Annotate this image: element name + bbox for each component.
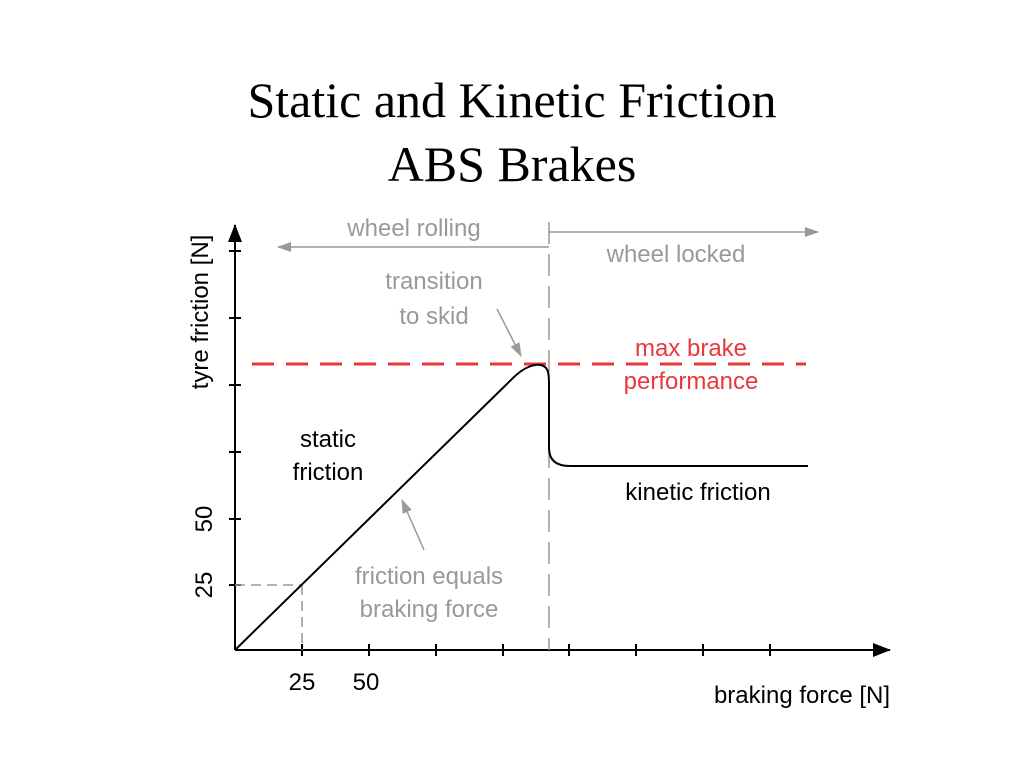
x-tick-label-50: 50: [353, 669, 380, 696]
equals-pointer: [401, 499, 425, 551]
static-friction-label-line1: static: [300, 426, 356, 453]
transition-pointer: [496, 308, 522, 357]
max-brake-label-line2: performance: [624, 368, 759, 395]
transition-label-line1: transition: [385, 268, 482, 295]
wheel-locked-label: wheel locked: [606, 241, 746, 268]
slide-title: Static and Kinetic Friction ABS Brakes: [0, 68, 1024, 196]
y-tick-label-50: 50: [191, 506, 218, 533]
y-tick-label-25: 25: [191, 572, 218, 599]
kinetic-friction-label: kinetic friction: [625, 479, 770, 506]
x-axis-label: braking force [N]: [714, 682, 890, 709]
static-friction-label-line2: friction: [293, 459, 364, 486]
title-line-2: ABS Brakes: [387, 136, 637, 192]
friction-curve: [234, 363, 808, 651]
max-brake-label-line1: max brake: [635, 335, 747, 362]
x-tick-label-25: 25: [289, 669, 316, 696]
equals-label-line1: friction equals: [355, 563, 503, 590]
wheel-rolling-label: wheel rolling: [346, 215, 480, 242]
equals-label-line2: braking force: [360, 596, 499, 623]
x-axis-ticks: [301, 644, 771, 656]
title-line-1: Static and Kinetic Friction: [247, 72, 777, 128]
transition-label-line2: to skid: [399, 303, 468, 330]
y-axis-label: tyre friction [N]: [187, 235, 214, 390]
